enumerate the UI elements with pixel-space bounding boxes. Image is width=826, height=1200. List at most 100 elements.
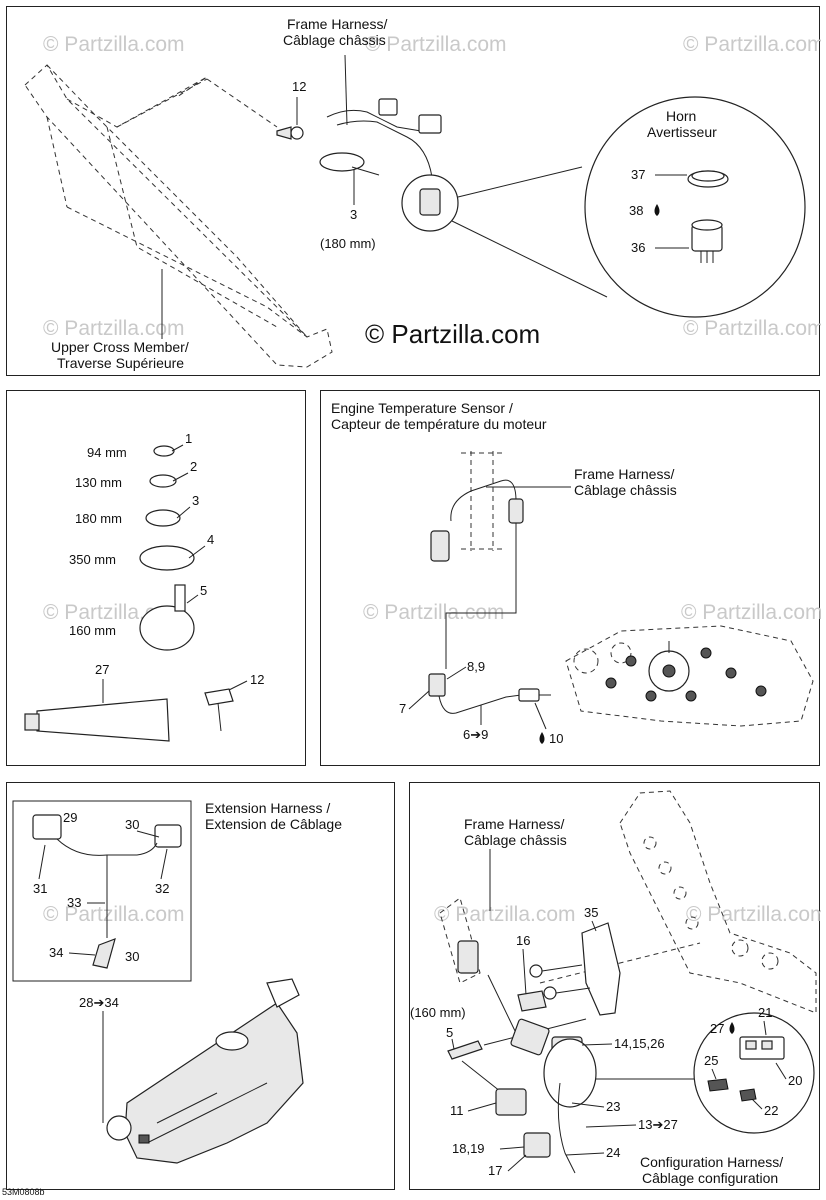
frame-harness-label: Frame Harness/ [287, 16, 387, 32]
tie-num-5: 5 [200, 583, 207, 598]
fuel-tank-drawing [124, 978, 304, 1164]
callout-13-27: 13➔27 [638, 1117, 678, 1132]
connector-detail-circle [106, 1115, 132, 1141]
drawing-reference: 53M0808b [2, 1187, 45, 1197]
extension-harness-title: Extension Harness / [205, 800, 330, 816]
watermark: © Partzilla.com [686, 903, 821, 926]
callout-27: 27 [95, 662, 109, 677]
panel-horn-frame: © Partzilla.com © Partzilla.com © Partzi… [6, 6, 821, 376]
fuse-icon [739, 1088, 757, 1102]
watermark: © Partzilla.com [43, 903, 185, 926]
callout-160mm: (160 mm) [410, 1005, 466, 1020]
callout-29: 29 [63, 810, 77, 825]
horn-zoom-circle [584, 96, 806, 318]
connector-29-icon [32, 814, 62, 840]
callout-17: 17 [488, 1163, 502, 1178]
callout-6-9: 6➔9 [463, 727, 488, 742]
extension-harness-title-fr: Extension de Câblage [205, 816, 342, 832]
connector-7-icon [428, 673, 446, 697]
cable-ties-diagram: © Partzilla.com 94 mm 1 130 mm 2 180 mm … [24, 431, 264, 742]
copyright-label: © Partzilla.com [365, 319, 540, 349]
callout-30a: 30 [125, 817, 139, 832]
watermark: © Partzilla.com [43, 33, 185, 56]
screw-icon [276, 126, 304, 140]
callout-30b: 30 [125, 949, 139, 964]
callout-3-length: (180 mm) [320, 236, 376, 251]
callout-16: 16 [516, 933, 530, 948]
callout-12: 12 [250, 672, 264, 687]
callout-34: 34 [49, 945, 63, 960]
callout-35: 35 [584, 905, 598, 920]
frame-harness-label: Frame Harness/ [464, 816, 564, 832]
watermark: © Partzilla.com [365, 33, 507, 56]
configuration-harness-label: Configuration Harness/ [640, 1154, 783, 1170]
callout-31: 31 [33, 881, 47, 896]
engine-head-drawing [565, 625, 814, 727]
engine-temp-title-fr: Capteur de température du moteur [331, 416, 547, 432]
panel-configuration-harness: © Partzilla.com © Partzilla.com Frame Ha… [409, 782, 821, 1190]
tie-num-4: 4 [207, 532, 214, 547]
panel-engine-temp-sensor: © Partzilla.com © Partzilla.com Engine T… [320, 390, 821, 766]
callout-20: 20 [788, 1073, 802, 1088]
frame-harness-connector-drawing [439, 897, 517, 1034]
callout-38: 38 [629, 203, 643, 218]
lubricant-drop-icon [729, 1022, 735, 1034]
cable-tie-icon [145, 509, 181, 527]
engine-temp-title: Engine Temperature Sensor / [331, 400, 513, 416]
watermark: © Partzilla.com [363, 601, 505, 624]
frame-section-drawing [430, 451, 524, 562]
callout-14-15-26: 14,15,26 [614, 1036, 665, 1051]
callout-23: 23 [606, 1099, 620, 1114]
callout-24: 24 [606, 1145, 620, 1160]
tie-length-1: 94 mm [87, 445, 127, 460]
panel-cable-ties: © Partzilla.com 94 mm 1 130 mm 2 180 mm … [6, 390, 306, 766]
callout-12: 12 [292, 79, 306, 94]
temp-sensor-icon [518, 688, 540, 702]
lubricant-drop-icon [539, 732, 545, 744]
upper-cross-member-label-fr: Traverse Supérieure [57, 355, 184, 371]
tie-num-2: 2 [190, 459, 197, 474]
horn-label-fr: Avertisseur [647, 124, 717, 140]
extension-harness-inset [12, 800, 192, 982]
sealant-tube-icon [36, 698, 170, 742]
connector-30-icon [154, 824, 182, 848]
frame-harness-label-fr: Câblage châssis [464, 832, 567, 848]
panel-extension-harness: © Partzilla.com Extension Harness / Exte… [6, 782, 395, 1190]
frame-harness-label-fr: Câblage châssis [574, 482, 677, 498]
watermark: © Partzilla.com [43, 317, 185, 340]
bracket-35-icon [581, 922, 621, 1016]
horn-frame-diagram: © Partzilla.com © Partzilla.com © Partzi… [24, 16, 821, 371]
callout-28-34: 28➔34 [79, 995, 119, 1010]
tie-length-3: 180 mm [75, 511, 122, 526]
watermark: © Partzilla.com [434, 903, 576, 926]
callout-11: 11 [450, 1103, 464, 1118]
frame-harness-label: Frame Harness/ [574, 466, 674, 482]
cable-tie-icon [447, 1040, 483, 1060]
configuration-harness-diagram: © Partzilla.com © Partzilla.com Frame Ha… [410, 790, 821, 1186]
callout-18-19: 18,19 [452, 1141, 485, 1156]
callout-22: 22 [764, 1103, 778, 1118]
callout-25: 25 [704, 1053, 718, 1068]
horn-icon [419, 188, 441, 216]
watermark: © Partzilla.com [683, 33, 821, 56]
screw-icon [204, 688, 234, 706]
tie-length-5: 160 mm [69, 623, 116, 638]
watermark: © Partzilla.com [683, 317, 821, 340]
tie-length-2: 130 mm [75, 475, 122, 490]
horn-label: Horn [666, 108, 696, 124]
callout-37: 37 [631, 167, 645, 182]
watermark: © Partzilla.com [681, 601, 821, 624]
callout-33: 33 [67, 895, 81, 910]
bolt-icon [529, 964, 591, 1000]
configuration-harness-label-fr: Câblage configuration [642, 1170, 778, 1186]
frame-harness-label-fr: Câblage châssis [283, 32, 386, 48]
cable-tie-icon [139, 545, 195, 571]
tie-num-1: 1 [185, 431, 192, 446]
extension-harness-drawing [32, 814, 182, 969]
connector-34-icon [92, 938, 116, 969]
callout-10: 10 [549, 731, 563, 746]
callout-21: 21 [758, 1005, 772, 1020]
relay-clip-icon [517, 990, 547, 1012]
lubricant-drop-icon [654, 204, 660, 216]
callout-8-9: 8,9 [467, 659, 485, 674]
